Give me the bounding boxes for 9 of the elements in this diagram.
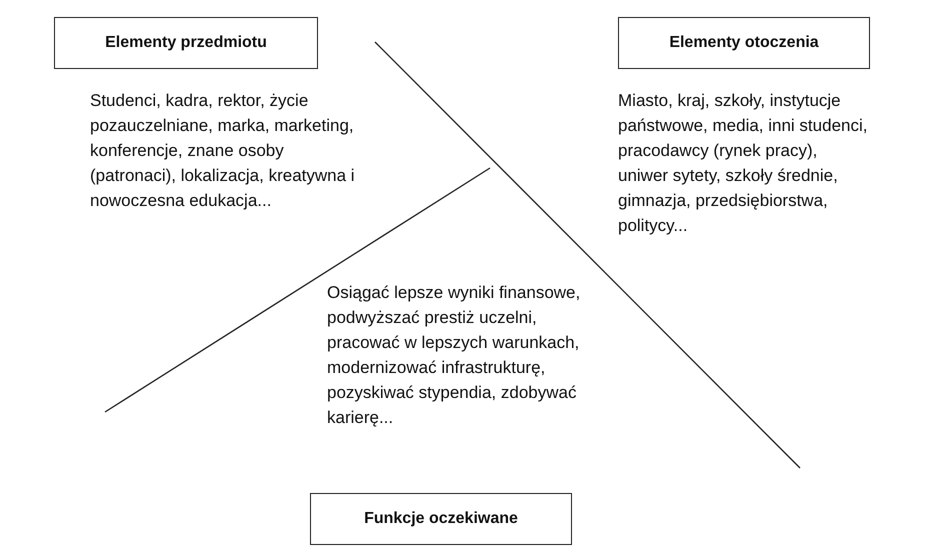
heading-text: Elementy przedmiotu — [105, 34, 267, 52]
heading-text: Elementy otoczenia — [669, 34, 819, 52]
description-text: Studenci, kadra, rektor, życie pozauczelniane, marka, marketing, konferencje, znane osoby (patronaci), lokalizacja, kreatywna i nowoczesna edukacja... — [90, 90, 356, 212]
description-text: Osiągać lepsze wyniki finansowe, podwyższać prestiż uczelni, pracować w lepszych warunkach, modernizować infrastrukturę, pozyskiwać stypendia, zdobywać karierę... — [327, 282, 582, 429]
description-text: Miasto, kraj, szkoły, instytucje państwowe, media, inni studenci, pracodawcy (rynek pracy), uniwer sytety, szkoły średnie, gimnazja, przedsiębiorstwa, politycy... — [618, 90, 868, 237]
heading-box — [310, 493, 572, 545]
heading-box — [618, 17, 870, 69]
heading-box — [54, 17, 318, 69]
heading-text: Funkcje oczekiwane — [364, 510, 518, 528]
